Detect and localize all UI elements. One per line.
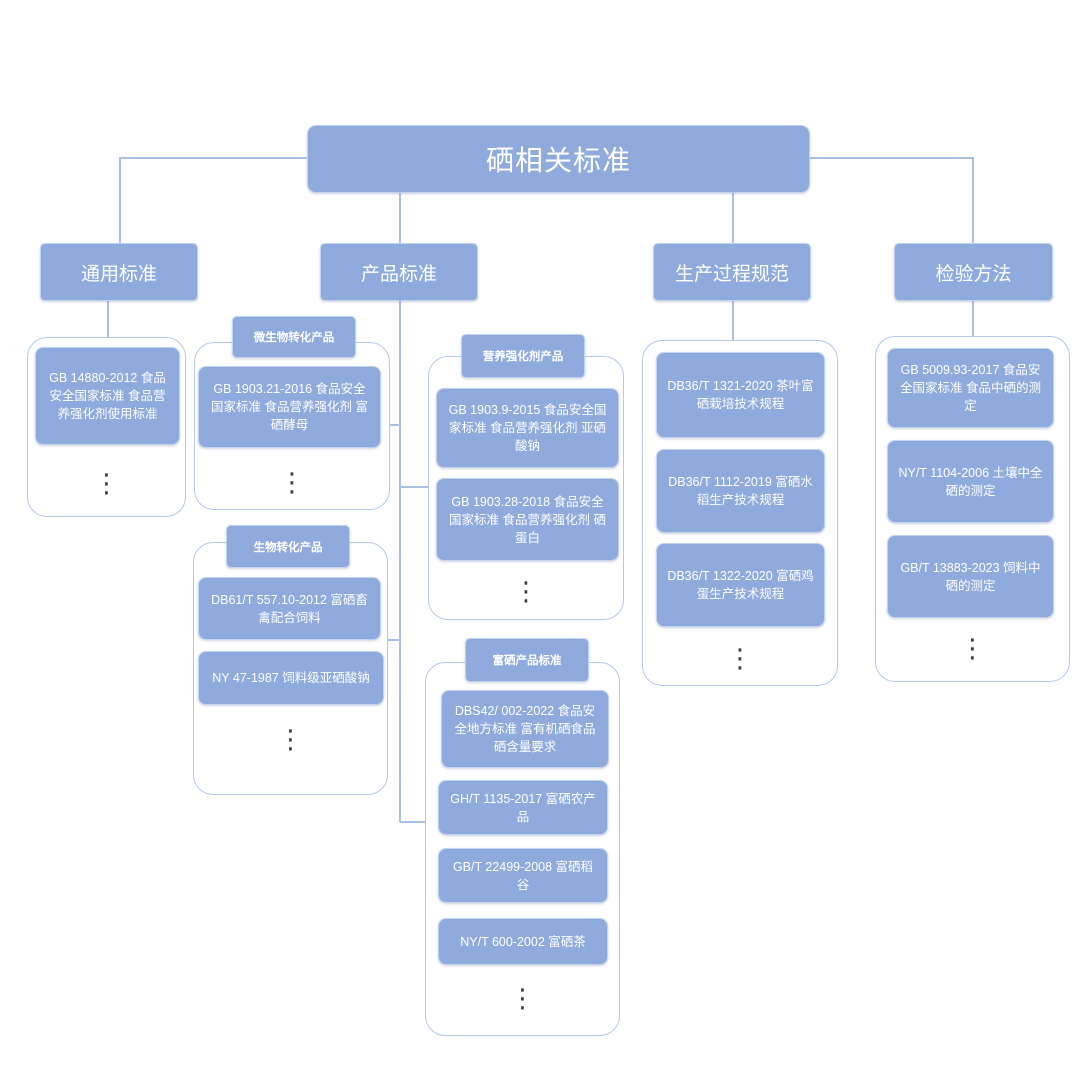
standard-item: GB 5009.93-2017 食品安全国家标准 食品中硒的测定 xyxy=(887,348,1054,428)
standard-item: DB36/T 1321-2020 茶叶富硒栽培技术规程 xyxy=(656,352,825,438)
subgroup-label-microbial-conversion: 微生物转化产品 xyxy=(232,316,356,358)
group-microbial-conversion: 微生物转化产品 GB 1903.21-2016 食品安全国家标准 食品营养强化剂… xyxy=(194,316,390,510)
group-nutrition-fortifier: 营养强化剂产品 GB 1903.9-2015 食品安全国家标准 食品营养强化剂 … xyxy=(428,334,624,620)
standard-item: DB61/T 557.10-2012 富硒畜禽配合饲料 xyxy=(198,577,381,640)
subgroup-label-nutrition-fortifier: 营养强化剂产品 xyxy=(461,334,585,378)
group-testing-methods: GB 5009.93-2017 食品安全国家标准 食品中硒的测定 NY/T 11… xyxy=(875,336,1070,682)
standard-item: GB 1903.28-2018 食品安全国家标准 食品营养强化剂 硒蛋白 xyxy=(436,478,619,561)
connector-line xyxy=(810,157,974,243)
category-product-standards: 产品标准 xyxy=(320,243,478,301)
more-ellipsis: ⋮ xyxy=(277,724,304,754)
standard-item: NY/T 600-2002 富硒茶 xyxy=(438,918,608,965)
standard-item: GH/T 1135-2017 富硒农产品 xyxy=(438,780,608,835)
standard-item: NY/T 1104-2006 土壤中全硒的测定 xyxy=(887,440,1054,523)
more-ellipsis: ⋮ xyxy=(509,983,536,1013)
category-production-process: 生产过程规范 xyxy=(653,243,811,301)
connector-line xyxy=(119,157,307,243)
standard-item: NY 47-1987 饲料级亚硒酸钠 xyxy=(198,651,384,705)
standard-item: DB36/T 1322-2020 富硒鸡蛋生产技术规程 xyxy=(656,543,825,627)
root-node: 硒相关标准 xyxy=(307,125,810,193)
category-testing-methods: 检验方法 xyxy=(894,243,1053,301)
more-ellipsis: ⋮ xyxy=(93,468,120,498)
group-general-standards: GB 14880-2012 食品安全国家标准 食品营养强化剂使用标准 ⋮ xyxy=(27,337,186,517)
standard-item: DB36/T 1112-2019 富硒水稻生产技术规程 xyxy=(656,449,825,533)
subgroup-label-selenium-rich-products: 富硒产品标准 xyxy=(465,638,589,682)
group-selenium-rich-products: 富硒产品标准 DBS42/ 002-2022 食品安全地方标准 富有机硒食品硒含… xyxy=(425,638,620,1036)
more-ellipsis: ⋮ xyxy=(727,643,753,673)
category-general-standards: 通用标准 xyxy=(40,243,198,301)
group-production-process: DB36/T 1321-2020 茶叶富硒栽培技术规程 DB36/T 1112-… xyxy=(642,340,838,686)
standard-item: GB 1903.21-2016 食品安全国家标准 食品营养强化剂 富硒酵母 xyxy=(198,366,381,448)
more-ellipsis: ⋮ xyxy=(959,633,986,663)
more-ellipsis: ⋮ xyxy=(513,576,539,606)
standard-item: GB/T 13883-2023 饲料中硒的测定 xyxy=(887,535,1054,618)
standard-item: GB 14880-2012 食品安全国家标准 食品营养强化剂使用标准 xyxy=(35,347,180,445)
standard-item: GB/T 22499-2008 富硒稻谷 xyxy=(438,848,608,903)
standard-item: GB 1903.9-2015 食品安全国家标准 食品营养强化剂 亚硒酸钠 xyxy=(436,388,619,468)
more-ellipsis: ⋮ xyxy=(279,467,305,497)
subgroup-label-bio-conversion: 生物转化产品 xyxy=(226,525,350,568)
group-bio-conversion: 生物转化产品 DB61/T 557.10-2012 富硒畜禽配合饲料 NY 47… xyxy=(193,525,388,795)
standard-item: DBS42/ 002-2022 食品安全地方标准 富有机硒食品硒含量要求 xyxy=(441,690,609,768)
